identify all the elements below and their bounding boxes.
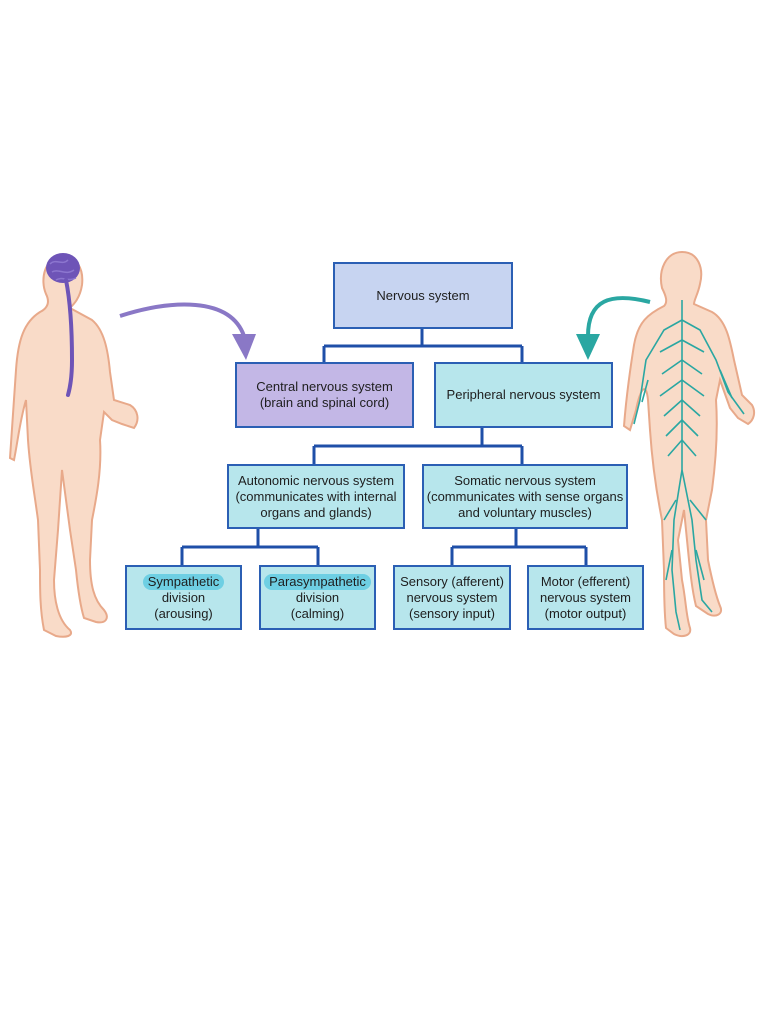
parasympathetic-title: Parasympathetic <box>264 573 371 590</box>
peripheral-nerves-icon <box>633 300 745 631</box>
autonomic-desc-1: (communicates with internal <box>235 488 397 504</box>
sympathetic-desc: (arousing) <box>154 605 213 621</box>
central-title: Central nervous system <box>256 379 393 394</box>
parasympathetic-division-box: Parasympathetic division (calming) <box>259 565 376 630</box>
spinal-cord-line <box>64 278 75 397</box>
nervous-system-label: Nervous system <box>376 287 470 303</box>
tree-connectors <box>180 328 588 565</box>
motor-desc: (motor output) <box>544 605 627 621</box>
sympathetic-division-box: Sympathetic division (arousing) <box>125 565 242 630</box>
central-subtitle: (brain and spinal cord) <box>259 395 390 410</box>
peripheral-title: Peripheral nervous system <box>446 387 601 402</box>
motor-nervous-system-box: Motor (efferent) nervous system (motor o… <box>527 565 644 630</box>
pns-arrow <box>586 296 651 337</box>
autonomic-title: Autonomic nervous system <box>237 472 395 488</box>
parasympathetic-desc: (calming) <box>290 605 345 621</box>
somatic-desc-1: (communicates with sense organs <box>426 488 624 504</box>
sensory-desc: (sensory input) <box>409 605 495 621</box>
somatic-desc-2: and voluntary muscles) <box>458 504 592 520</box>
central-nervous-system-box: Central nervous system (brain and spinal… <box>235 362 414 428</box>
brain-icon <box>46 253 80 283</box>
sensory-line2: nervous system <box>406 589 498 605</box>
autonomic-desc-2: organs and glands) <box>260 504 372 520</box>
motor-title: Motor (efferent) <box>540 573 631 589</box>
left-body-silhouette <box>8 254 139 638</box>
somatic-title: Somatic nervous system <box>454 472 596 488</box>
sensory-title: Sensory (afferent) <box>400 573 504 589</box>
peripheral-nervous-system-box: Peripheral nervous system <box>434 362 613 428</box>
pns-arrowhead-icon <box>576 334 600 360</box>
motor-line2: nervous system <box>539 589 632 605</box>
sympathetic-division: division <box>161 589 206 605</box>
parasympathetic-division: division <box>295 589 340 605</box>
cns-arrowhead-icon <box>232 334 256 360</box>
nervous-system-box: Nervous system <box>333 262 513 329</box>
autonomic-nervous-system-box: Autonomic nervous system (communicates w… <box>227 464 405 529</box>
sensory-nervous-system-box: Sensory (afferent) nervous system (senso… <box>393 565 511 630</box>
somatic-nervous-system-box: Somatic nervous system (communicates wit… <box>422 464 628 529</box>
cns-arrow <box>119 302 246 337</box>
sympathetic-title: Sympathetic <box>142 573 225 590</box>
right-body-silhouette <box>622 250 756 637</box>
